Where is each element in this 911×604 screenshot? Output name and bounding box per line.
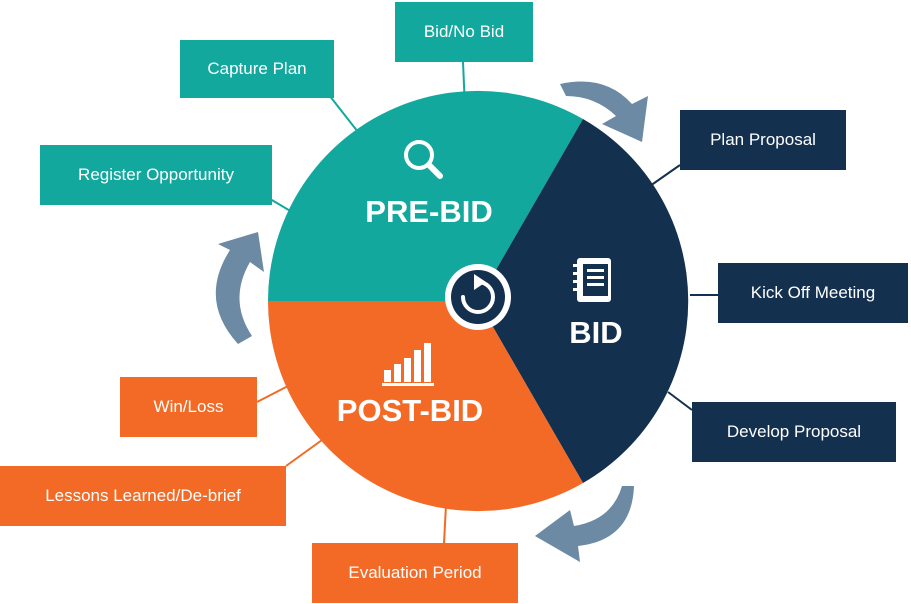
arrow-top-right: [560, 81, 648, 142]
step-develop-proposal: Develop Proposal: [692, 402, 896, 462]
connector-win-loss: [256, 384, 291, 403]
arrow-left: [215, 232, 264, 344]
step-capture-plan: Capture Plan: [180, 40, 334, 98]
magnifying-glass-icon: [404, 140, 443, 179]
arrow-bottom-right: [535, 486, 634, 562]
connector-develop-proposal: [667, 391, 693, 411]
bar-chart-icon: [382, 343, 434, 386]
refresh-cycle-icon: [445, 264, 511, 330]
pre-bid-label: PRE-BID: [365, 194, 492, 229]
step-register-opportunity: Register Opportunity: [40, 145, 272, 205]
notebook-icon: [573, 258, 611, 302]
connector-plan-proposal: [649, 164, 681, 187]
connector-lessons-learned: [285, 439, 323, 467]
post-bid-wedge: [267, 301, 583, 512]
pre-bid-wedge: [267, 90, 583, 302]
step-evaluation-period: Evaluation Period: [312, 543, 518, 603]
step-plan-proposal: Plan Proposal: [680, 110, 846, 170]
step-win-loss: Win/Loss: [120, 377, 257, 437]
step-kick-off-meeting: Kick Off Meeting: [718, 263, 908, 323]
bid-label: BID: [569, 315, 622, 350]
step-bid-no-bid: Bid/No Bid: [395, 2, 533, 62]
connector-evaluation-period: [443, 504, 447, 544]
step-lessons-learned: Lessons Learned/De-brief: [0, 466, 286, 526]
post-bid-label: POST-BID: [337, 393, 483, 428]
